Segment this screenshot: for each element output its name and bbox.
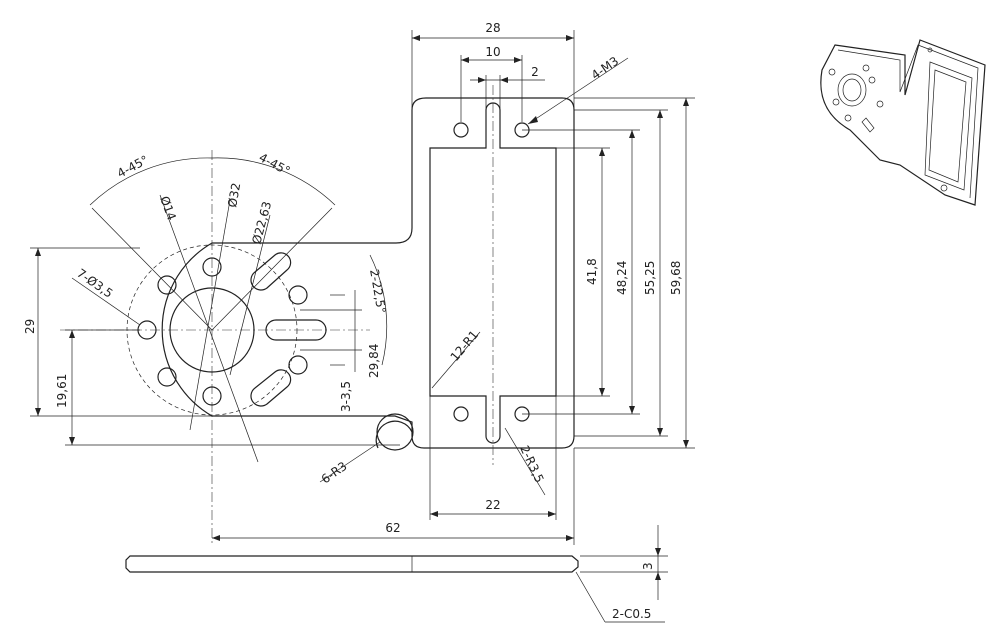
dim-4-45-left: 4-45° bbox=[115, 153, 151, 181]
dimension-labels: 28 10 2 4-M3 4-45° 4-45° Ø14 Ø32 Ø22,63 … bbox=[23, 21, 683, 621]
dim-2-22-5: 2-22,5° bbox=[367, 268, 389, 314]
dim-dia-32: Ø32 bbox=[225, 182, 243, 209]
plate-outline bbox=[161, 97, 575, 449]
dimension-lines bbox=[30, 30, 695, 545]
m3-hole bbox=[453, 406, 469, 422]
corner-notch bbox=[375, 420, 413, 449]
isometric-view bbox=[820, 39, 986, 206]
center-lines bbox=[60, 85, 494, 545]
hub bbox=[126, 244, 414, 451]
dim-dia-22-63: Ø22,63 bbox=[249, 200, 274, 246]
dim-12-r1: 12-R1 bbox=[448, 328, 482, 364]
dim-2-r3-5: 2-R3,5 bbox=[517, 443, 546, 485]
dim-3-3-5: 3-3,5 bbox=[339, 381, 353, 412]
dim-2-c0-5: 2-C0.5 bbox=[612, 607, 651, 621]
dim-62: 62 bbox=[385, 521, 400, 535]
arrowheads bbox=[35, 35, 689, 541]
dim-29: 29 bbox=[23, 319, 37, 334]
hub-hole bbox=[157, 367, 177, 387]
hub-hole bbox=[157, 275, 177, 295]
dim-4-45-right: 4-45° bbox=[257, 150, 293, 178]
hub-hole bbox=[288, 285, 308, 305]
dim-28: 28 bbox=[485, 21, 500, 35]
dim-48-24: 48,24 bbox=[615, 261, 629, 295]
dim-59-68: 59,68 bbox=[669, 261, 683, 295]
dim-19-61: 19,61 bbox=[55, 374, 69, 408]
dim-2: 2 bbox=[531, 65, 539, 79]
slot-lower bbox=[250, 369, 292, 407]
dim-dia-14: Ø14 bbox=[157, 194, 179, 222]
dim-29-84: 29,84 bbox=[367, 344, 381, 378]
center-bore bbox=[169, 287, 255, 373]
dim-4-m3: 4-M3 bbox=[589, 54, 622, 83]
dim-10: 10 bbox=[485, 45, 500, 59]
side-view bbox=[125, 525, 668, 623]
hub-hole bbox=[202, 386, 222, 406]
slot-upper bbox=[250, 252, 292, 291]
dim-6-r3: 6-R3 bbox=[319, 459, 350, 486]
slot-middle bbox=[265, 319, 327, 341]
dim-55-25: 55,25 bbox=[643, 261, 657, 295]
hub-hole bbox=[202, 257, 222, 277]
hub-hole bbox=[288, 355, 308, 375]
dim-41-8: 41,8 bbox=[585, 258, 599, 285]
dim-22: 22 bbox=[485, 498, 500, 512]
dim-7-dia-3-5: 7-Ø3,5 bbox=[74, 266, 115, 301]
dim-3: 3 bbox=[641, 562, 655, 570]
corner-radius bbox=[376, 413, 414, 451]
m3-hole bbox=[453, 122, 469, 138]
